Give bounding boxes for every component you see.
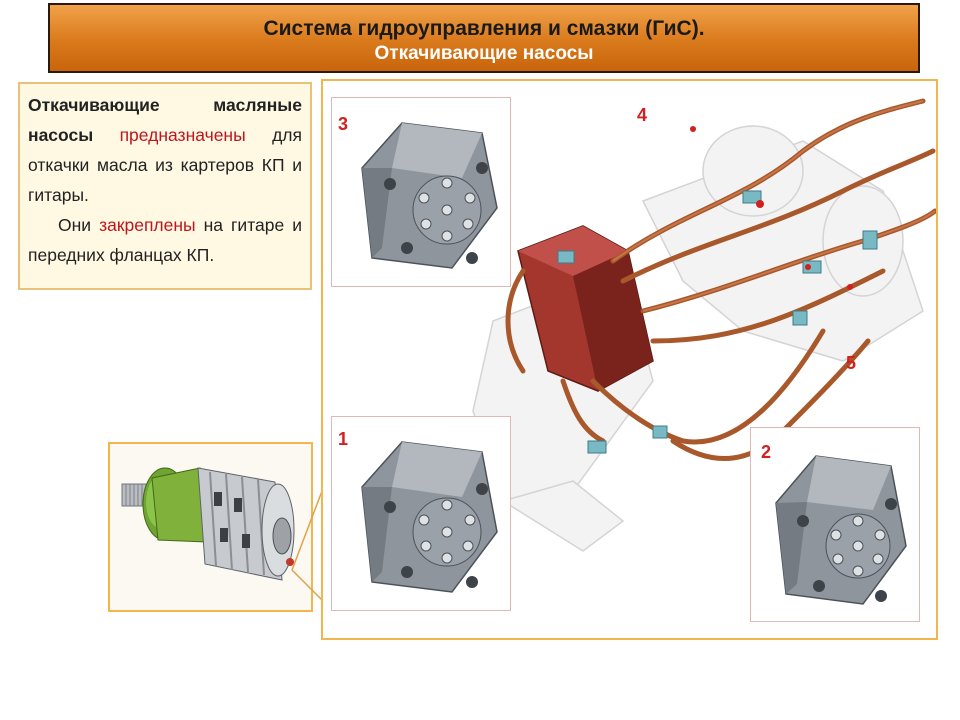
- description-box: Откачивающие масляные насосы предназначе…: [18, 82, 312, 290]
- pump-3-illustration: [361, 122, 498, 269]
- gearbox-image-frame: [108, 442, 313, 612]
- pump-inset-1: 1: [331, 416, 511, 611]
- pump-2-illustration: [775, 455, 907, 605]
- callout-5: 5: [846, 353, 857, 373]
- description-text: для откачки масла из картеров КП и гитар…: [28, 125, 302, 205]
- assembly-illustration: [472, 98, 938, 552]
- inset-label-2: 2: [761, 442, 772, 462]
- pump-inset-3: 3: [331, 97, 511, 287]
- page-subtitle: Откачивающие насосы: [374, 43, 594, 64]
- title-bar: Система гидроуправления и смазки (ГиС). …: [48, 3, 920, 73]
- description-paragraph-1: Откачивающие масляные насосы предназначе…: [28, 90, 302, 210]
- inset-label-1: 1: [338, 429, 349, 449]
- assembly-diagram-frame: 3 1 2 4: [321, 79, 938, 640]
- pump-1-illustration: [361, 441, 498, 593]
- gearbox-illustration: [121, 467, 295, 581]
- page-title: Система гидроуправления и смазки (ГиС).: [263, 17, 705, 40]
- description-paragraph-2: Они закреплены на гитаре и передних флан…: [28, 210, 302, 270]
- description-highlight-purpose: предназначены: [119, 125, 246, 145]
- description-term: Откачивающие масляные насосы: [28, 95, 302, 145]
- callout-4: 4: [637, 105, 648, 125]
- description-text-end: на гитаре и передних фланцах КП.: [28, 215, 302, 265]
- inset-label-3: 3: [338, 114, 349, 134]
- description-text-start: Они: [58, 215, 92, 235]
- pump-inset-2: 2: [750, 427, 920, 622]
- description-highlight-mount: закреплены: [99, 215, 196, 235]
